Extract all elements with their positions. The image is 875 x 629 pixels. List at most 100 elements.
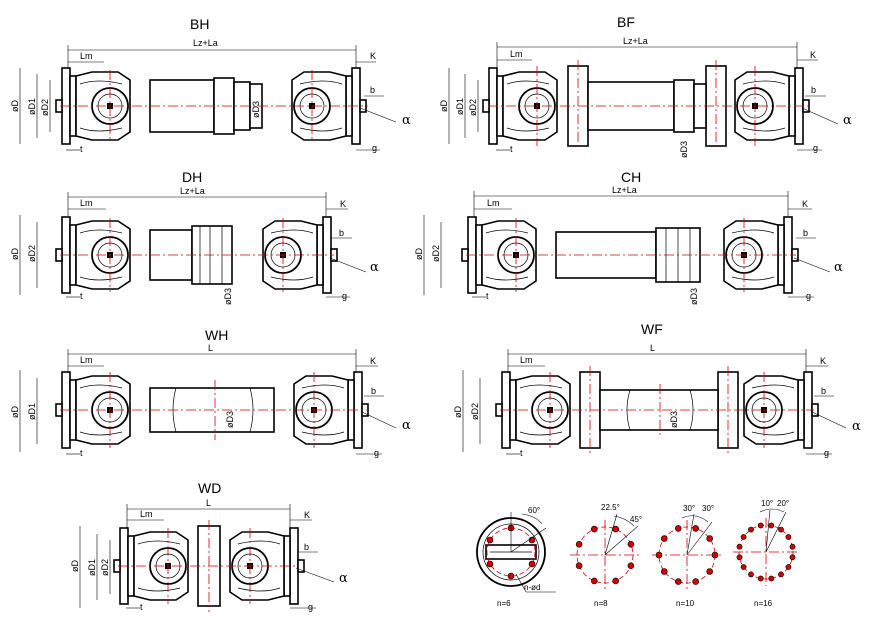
dim-k-label: K	[810, 50, 816, 60]
dim-length-label: L	[206, 498, 211, 508]
dim-t-label: t	[510, 144, 513, 154]
dim-d2-label: øD2	[40, 99, 50, 116]
bolt-hole	[757, 575, 764, 582]
dim-b-label: b	[821, 386, 826, 396]
bolt-hole	[706, 568, 714, 575]
dim-g-label: g	[342, 291, 347, 301]
bolt-hole	[789, 554, 796, 561]
bolt-hole	[789, 543, 796, 550]
bolt-hole	[736, 554, 743, 561]
dim-length-label: Lz+La	[623, 36, 648, 46]
dim-k-label: K	[304, 510, 310, 520]
dim-k-label: K	[340, 199, 346, 209]
dim-d1-label: øD1	[87, 559, 97, 576]
dim-lm-label: Lm	[80, 198, 93, 208]
bolt-hole	[778, 526, 784, 533]
dim-g-label: g	[374, 448, 379, 458]
bolt-holes	[575, 525, 635, 585]
dim-length-label: L	[208, 343, 213, 353]
bolt-hole	[627, 540, 635, 548]
dim-k-label: K	[802, 199, 808, 209]
dim-d3-label: øD3	[679, 141, 689, 158]
bolt-hole	[590, 577, 598, 585]
dim-d2-label: øD2	[27, 245, 37, 262]
bolt-count-label: n=8	[594, 599, 608, 608]
dim-d3-label: øD3	[689, 288, 699, 305]
dim-lm-label: Lm	[487, 198, 500, 208]
bolt-count-label: n=10	[676, 599, 695, 608]
dim-b-label: b	[803, 228, 808, 238]
angle-label: 22.5°	[601, 503, 620, 512]
dim-g-label: g	[806, 291, 811, 301]
diagram-ch: CH Lz+La Lm K øD øD2 øD3 b α t g	[414, 169, 843, 305]
dim-d3-label: øD3	[223, 288, 233, 305]
dim-t-label: t	[80, 291, 83, 301]
bolt-pattern-n6: 60° n-ød n=6	[476, 506, 556, 608]
angle-label: 30°	[683, 504, 695, 513]
dim-d1-label: øD1	[27, 98, 37, 115]
dim-g-label: g	[813, 143, 818, 153]
bolt-holes	[655, 525, 719, 585]
dim-d-label: øD	[453, 406, 463, 418]
dim-d3-label: øD3	[251, 101, 261, 118]
dim-g-label: g	[824, 448, 829, 458]
bolt-hole	[692, 525, 700, 532]
bolt-hole	[627, 562, 635, 570]
bolt-hole	[612, 525, 620, 533]
angle-label: 20°	[777, 499, 789, 508]
bolt-hole	[757, 522, 764, 529]
dim-alpha-label: α	[370, 260, 379, 275]
dim-alpha-label: α	[402, 113, 411, 128]
dim-d-label: øD	[10, 100, 20, 112]
angle-label: 30°	[702, 504, 714, 513]
dim-b-label: b	[370, 85, 375, 95]
diagram-wf: WF L Lm K øD øD2 øD3 b α t g	[453, 321, 861, 458]
dim-length-label: Lz+La	[193, 38, 218, 48]
dim-d2-label: øD2	[100, 559, 110, 576]
bolt-pattern-n8: 22.5° 45° n=8	[570, 503, 642, 608]
hole-label: n-ød	[524, 583, 540, 592]
dim-t-label: t	[80, 448, 83, 458]
diagram-title: BH	[190, 16, 209, 32]
diagram-bf: BF Lz+La Lm K øD øD1 øD2 øD3 b α t g	[439, 14, 852, 158]
dim-alpha-label: α	[339, 571, 348, 586]
dim-d1-label: øD1	[27, 403, 37, 420]
dim-alpha-label: α	[852, 419, 861, 434]
dim-alpha-label: α	[843, 113, 852, 128]
bolt-hole	[768, 575, 775, 582]
dim-d2-label: øD2	[431, 245, 441, 262]
dim-t-label: t	[520, 448, 523, 458]
dim-d-label: øD	[414, 248, 424, 260]
dim-d2-label: øD2	[470, 403, 480, 420]
dim-b-label: b	[371, 386, 376, 396]
bolt-hole	[768, 522, 775, 529]
bolt-hole	[660, 535, 668, 542]
dim-d-label: øD	[10, 406, 20, 418]
diagram-title: WD	[198, 480, 221, 496]
bolt-hole	[575, 562, 583, 570]
diagram-wd: WD L Lm K øD øD1 øD2 b α t g	[70, 480, 348, 612]
bolt-hole	[748, 526, 754, 533]
bolt-pattern-n16: 10° 20° n=16	[733, 499, 800, 608]
dim-t-label: t	[80, 144, 83, 154]
diagram-title: WF	[641, 321, 663, 337]
dim-d-label: øD	[10, 248, 20, 260]
diagram-wh: WH L Lm K øD øD1 øD3 b α t g	[10, 327, 411, 458]
dim-k-label: K	[820, 356, 826, 366]
diagram-title: CH	[621, 169, 641, 185]
bolt-count-label: n=16	[754, 599, 773, 608]
bolt-count-label: n=6	[497, 599, 511, 608]
angle-label: 60°	[528, 506, 540, 515]
dim-d1-label: øD1	[455, 98, 465, 115]
bolt-hole	[590, 525, 598, 533]
dim-k-label: K	[370, 356, 376, 366]
diagram-title: DH	[182, 169, 202, 185]
dim-d3-label: øD3	[669, 411, 679, 428]
bolt-hole	[711, 551, 719, 559]
bolt-hole	[692, 578, 700, 585]
dim-b-label: b	[339, 228, 344, 238]
bolt-hole	[674, 578, 682, 585]
dim-lm-label: Lm	[520, 355, 533, 365]
